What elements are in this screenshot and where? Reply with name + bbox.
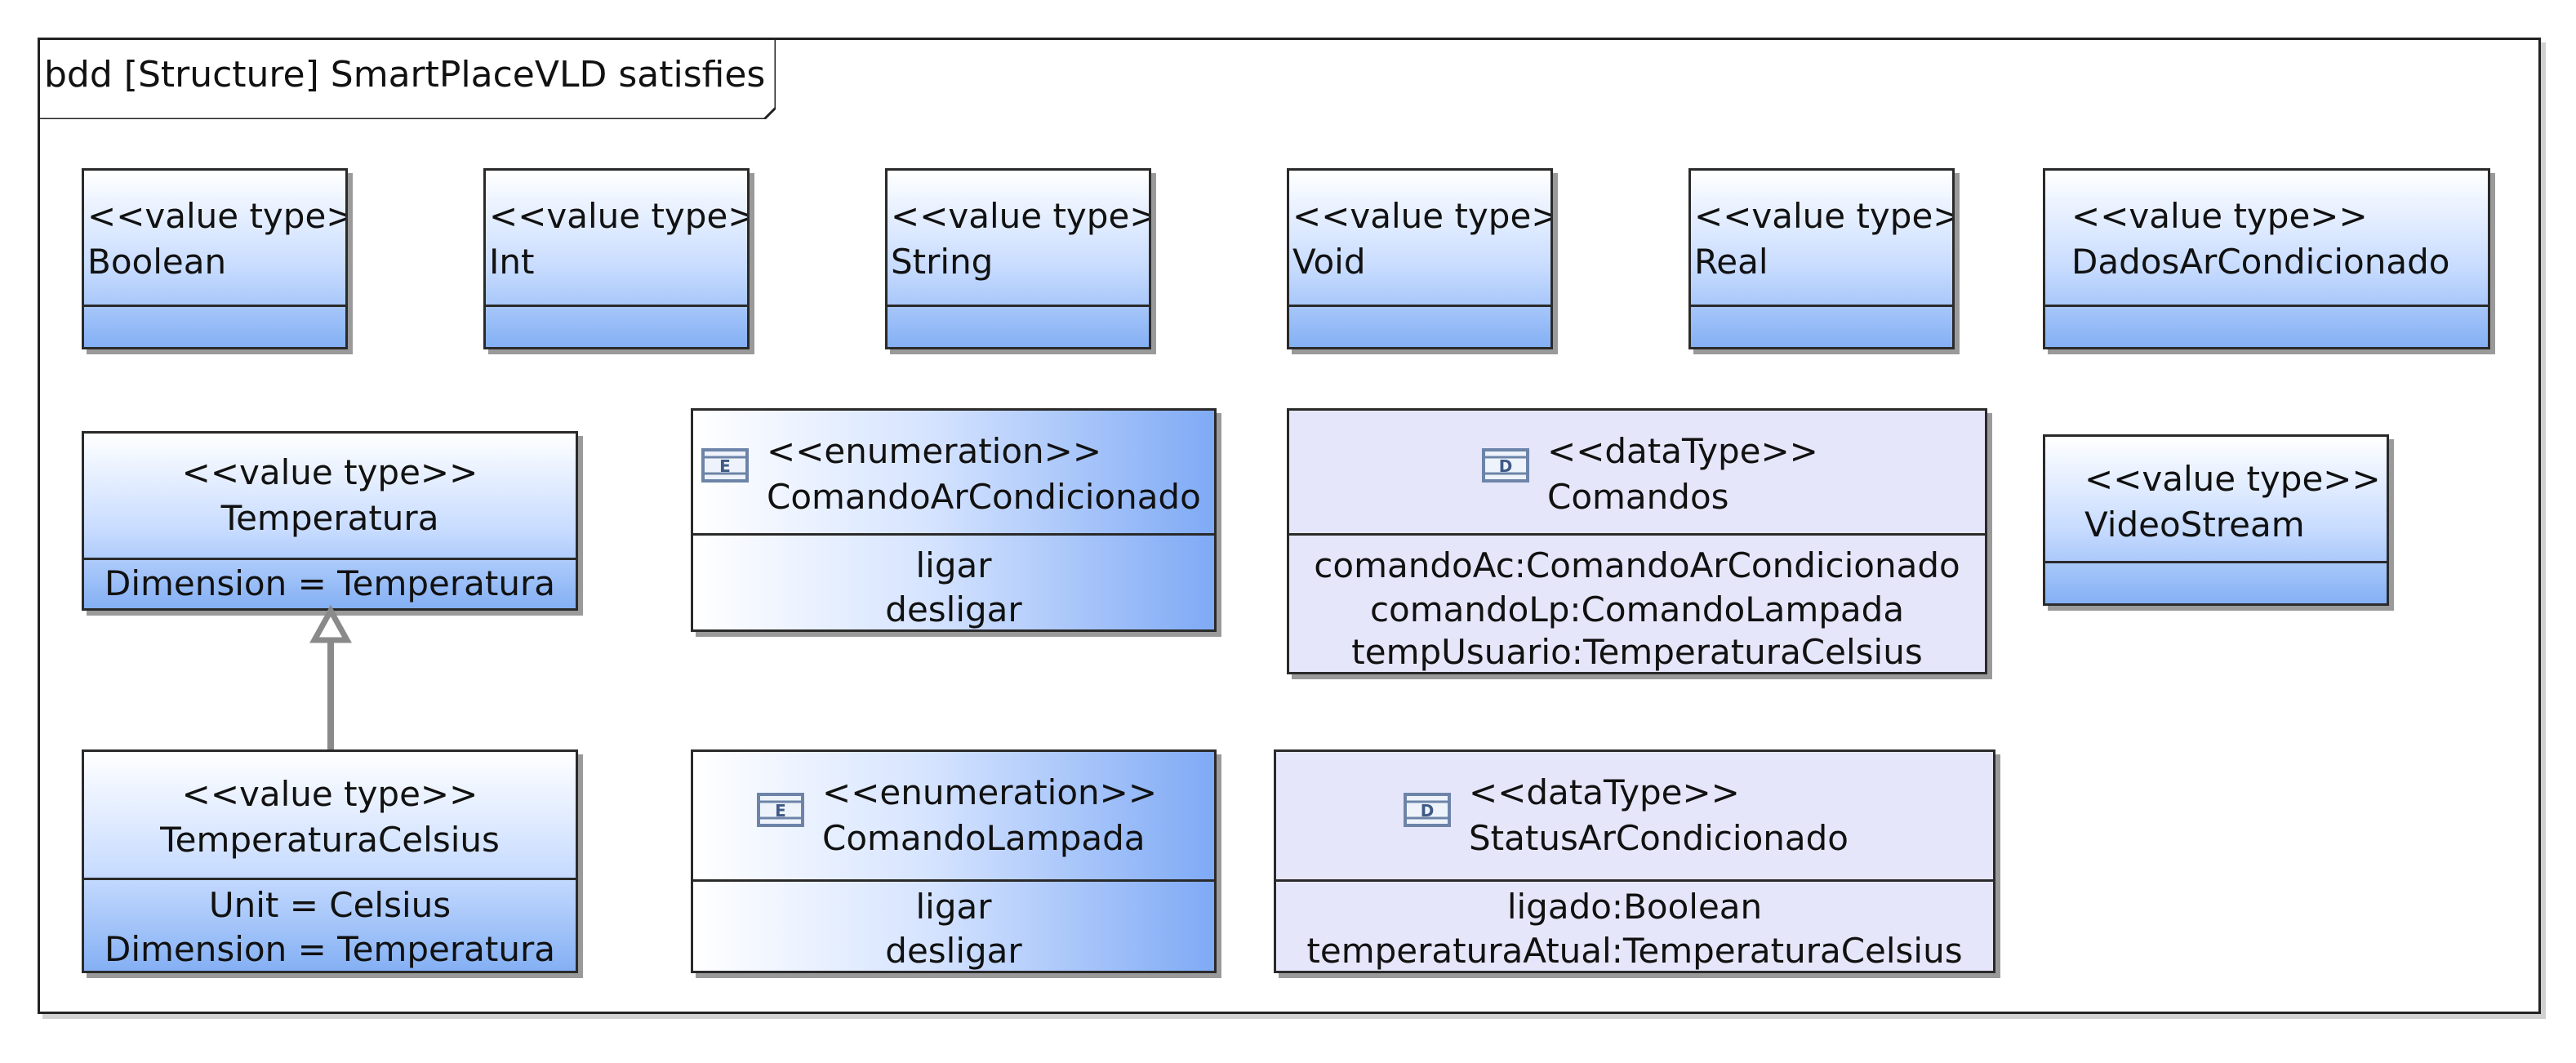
datatype-icon: D [1482,448,1529,483]
value-type-name: Real [1694,242,1768,282]
stereotype-label: <<value type>> [181,452,478,492]
svg-text:E: E [719,456,731,476]
value-type-string[interactable]: <<value type>> String [885,168,1151,349]
value-type-boolean[interactable]: <<value type>> Boolean [82,168,348,349]
stereotype-label: <<value type>> [2084,459,2381,499]
value-type-void[interactable]: <<value type>> Void [1287,168,1553,349]
enumeration-name: ComandoLampada [822,818,1146,858]
value-type-name: VideoStream [2084,505,2305,545]
value-type-name: Boolean [87,242,227,282]
stereotype-label: <<value type>> [489,196,747,236]
enumeration-icon: E [701,448,749,483]
value-property: Unit = Celsius [208,885,452,925]
datatype-attribute: comandoLp:ComandoLampada [1369,589,1905,629]
stereotype-label: <<dataType>> [1547,431,1818,471]
value-type-name: Temperatura [220,498,439,538]
stereotype-label: <<enumeration>> [767,431,1102,471]
value-type-dadosarcondicionado[interactable]: <<value type>> DadosArCondicionado [2043,168,2490,349]
enum-literal: ligar [915,887,992,927]
stereotype-label: <<enumeration>> [822,772,1158,812]
enumeration-name: ComandoArCondicionado [767,477,1201,517]
svg-text:D: D [1499,456,1513,476]
enumeration-comandoarcondicionado[interactable]: E <<enumeration>> ComandoArCondicionado … [691,408,1217,632]
datatype-attribute: ligado:Boolean [1506,887,1763,927]
datatype-icon: D [1404,793,1451,827]
value-type-name: Void [1292,242,1366,282]
enumeration-icon: E [757,793,804,827]
datatype-comandos[interactable]: D <<dataType>> Comandos comandoAc:Comand… [1287,408,1987,674]
datatype-attribute: tempUsuario:TemperaturaCelsius [1351,632,1923,672]
datatype-name: Comandos [1547,477,1729,517]
stereotype-label: <<value type>> [891,196,1149,236]
value-type-temperatura[interactable]: <<value type>> Temperatura Dimension = T… [82,431,578,611]
generalization-arrow[interactable] [302,604,359,751]
stereotype-label: <<value type>> [1694,196,1952,236]
datatype-attribute: comandoAc:ComandoArCondicionado [1314,545,1960,585]
svg-text:D: D [1421,801,1435,821]
value-type-int[interactable]: <<value type>> Int [483,168,750,349]
svg-text:E: E [775,801,786,821]
value-type-name: DadosArCondicionado [2071,242,2450,282]
datatype-attribute: temperaturaAtual:TemperaturaCelsius [1306,931,1963,971]
enum-literal: ligar [915,545,992,585]
stereotype-label: <<value type>> [2071,196,2368,236]
value-type-temperaturacelsius[interactable]: <<value type>> TemperaturaCelsius Unit =… [82,749,578,973]
value-type-name: TemperaturaCelsius [160,820,500,860]
stereotype-label: <<value type>> [1292,196,1550,236]
enumeration-comandolampada[interactable]: E <<enumeration>> ComandoLampada ligar d… [691,749,1217,973]
enum-literal: desligar [885,589,1022,629]
frame-title: bdd [Structure] SmartPlaceVLD satisfies [44,54,766,96]
datatype-name: StatusArCondicionado [1469,818,1849,858]
stereotype-label: <<value type>> [87,196,345,236]
value-type-name: String [891,242,994,282]
stereotype-label: <<dataType>> [1469,772,1740,812]
stereotype-label: <<value type>> [181,774,478,814]
value-property: Dimension = Temperatura [104,563,555,603]
enum-literal: desligar [885,931,1022,971]
value-type-name: Int [489,242,535,282]
datatype-statusarcondicionado[interactable]: D <<dataType>> StatusArCondicionado liga… [1274,749,1995,973]
value-type-real[interactable]: <<value type>> Real [1688,168,1955,349]
frame-tab [38,38,776,119]
value-property: Dimension = Temperatura [104,929,555,969]
value-type-videostream[interactable]: <<value type>> VideoStream [2043,434,2389,606]
